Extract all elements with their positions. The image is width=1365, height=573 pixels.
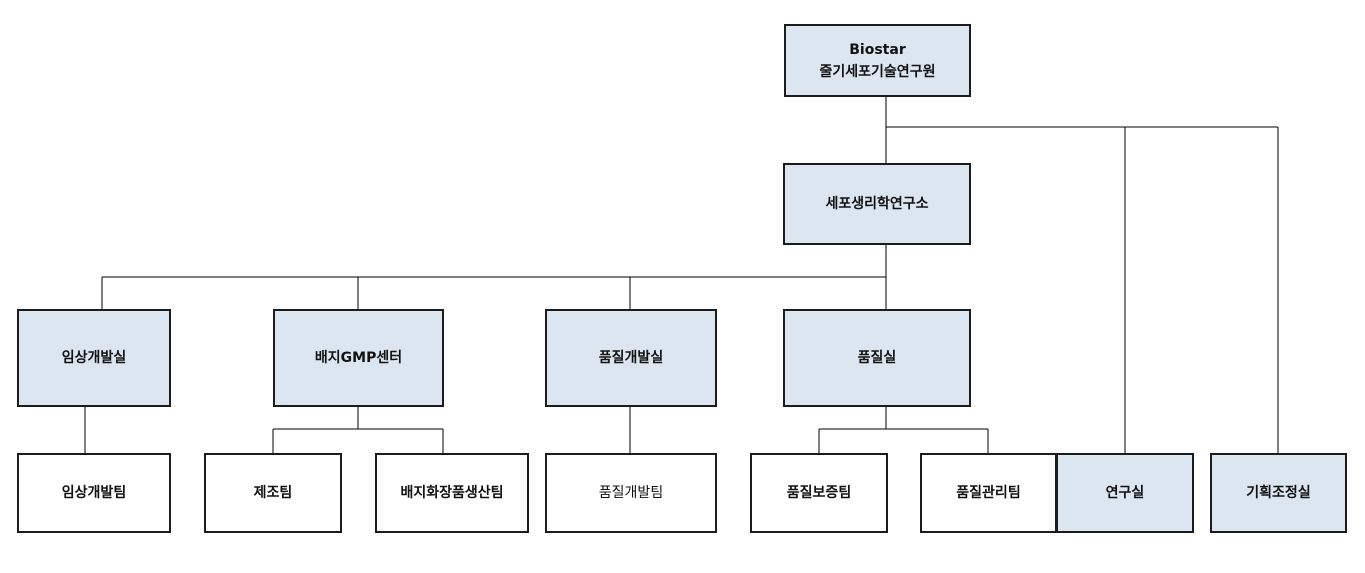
quality-development-department-label: 품질개발실 <box>598 350 664 366</box>
clinical-team-label: 임상개발팀 <box>61 485 127 501</box>
institute-node-box: 세포생리학연구소 <box>783 163 971 245</box>
root-node-box: Biostar 줄기세포기술연구원 <box>784 24 971 97</box>
cosmetics-production-team-box: 배지화장품생산팀 <box>375 453 529 533</box>
research-office-box: 연구실 <box>1056 453 1194 533</box>
quality-department-box: 품질실 <box>783 309 971 407</box>
quality-assurance-team-label: 품질보증팀 <box>786 485 852 501</box>
root-node-line2: 줄기세포기술연구원 <box>819 63 936 80</box>
clinical-team-box: 임상개발팀 <box>17 453 171 533</box>
quality-development-team-box: 품질개발팀 <box>545 453 717 533</box>
quality-development-team-label: 품질개발팀 <box>598 485 664 501</box>
quality-assurance-team-box: 품질보증팀 <box>750 453 888 533</box>
clinical-department-label: 임상개발실 <box>61 350 127 366</box>
research-office-label: 연구실 <box>1105 485 1145 501</box>
clinical-department-box: 임상개발실 <box>17 309 171 407</box>
gmp-center-box: 배지GMP센터 <box>273 309 444 407</box>
quality-development-department-box: 품질개발실 <box>545 309 717 407</box>
manufacturing-team-box: 제조팀 <box>204 453 342 533</box>
cosmetics-production-team-label: 배지화장품생산팀 <box>400 485 504 501</box>
planning-office-label: 기획조정실 <box>1246 485 1311 501</box>
root-node-line1: Biostar <box>849 41 906 58</box>
quality-department-label: 품질실 <box>857 350 897 366</box>
planning-office-box: 기획조정실 <box>1210 453 1347 533</box>
quality-management-team-box: 품질관리팀 <box>920 453 1057 533</box>
institute-node-label: 세포생리학연구소 <box>825 196 929 212</box>
gmp-center-label: 배지GMP센터 <box>314 350 403 366</box>
quality-management-team-label: 품질관리팀 <box>956 485 1021 501</box>
manufacturing-team-label: 제조팀 <box>253 485 293 501</box>
